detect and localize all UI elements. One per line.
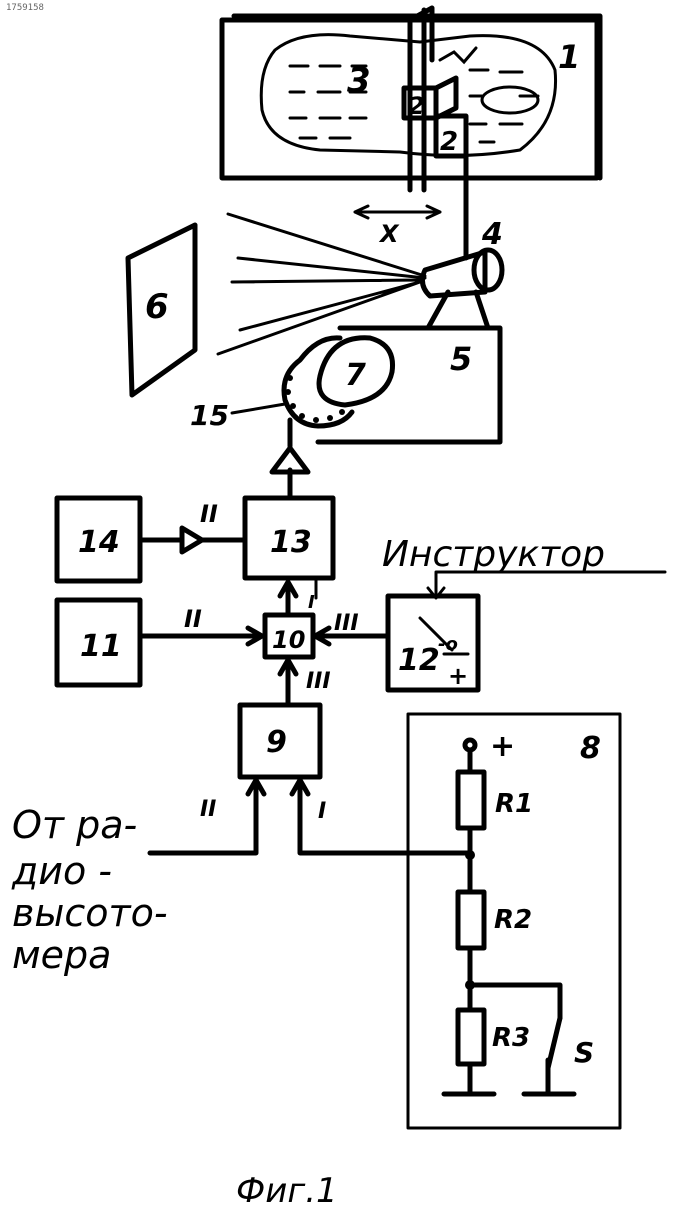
label-1: 1 [558,38,580,76]
label-r2: R2 [494,905,532,935]
label-3: 3 [347,61,371,101]
label-9: 9 [266,725,287,760]
link-11-to-10: II [140,605,262,644]
radio-altimeter-label: От ра- дио - высото- мера [11,803,168,977]
label-15: 15 [190,399,229,432]
plus-terminal-label: + [490,729,515,764]
block-12-instructor-switch: 12 -o + Инструктор [382,534,665,690]
probe-carriage: 2 2 [404,8,466,258]
block-10: 10 [265,615,313,657]
radio-label-line-4: мера [12,933,111,977]
label-r3: R3 [492,1023,530,1053]
switch-minus-label: -o [438,634,458,655]
label-2b: 2 [440,127,458,157]
label-13: 13 [270,525,312,560]
block-8-resistor-divider: 8 + R1 R2 R3 S [408,714,620,1128]
label-roman-9-10: III [306,669,331,694]
cockpit-platform: 5 7 15 [190,292,500,442]
inputs-to-9: II I [150,780,470,853]
label-6: 6 [145,287,169,327]
block-11: 11 [57,600,140,685]
label-10: 10 [272,626,305,654]
label-8: 8 [580,731,601,766]
label-switch-s: S [574,1036,594,1069]
label-roman-9-in-right: I [318,799,326,824]
label-4: 4 [481,217,503,252]
switch-plus-label: + [448,662,468,690]
label-14: 14 [78,525,120,560]
screen: 6 [128,225,195,395]
document-number: 1759158 [6,3,44,13]
link-13-to-15 [272,420,308,498]
resistor-r3 [458,1010,484,1064]
label-x-axis: X [378,220,400,248]
label-roman-12-10: III [334,611,359,636]
radio-label-line-2: дио - [11,849,112,893]
link-12-to-10: III [315,611,388,644]
label-12: 12 [398,643,440,678]
label-11: 11 [80,629,122,664]
link-10-to-13: I [280,580,316,615]
label-roman-10-13: I [308,592,315,613]
block-13: 13 [245,498,333,578]
radio-label-line-1: От ра- [12,803,137,847]
projector: 4 [218,214,503,354]
label-5: 5 [450,340,472,378]
block-14: 14 [57,498,140,581]
label-roman-11-10: II [184,605,202,633]
label-roman-14-13: II [200,500,218,528]
label-7: 7 [345,358,366,393]
resistor-r1 [458,772,484,828]
label-roman-9-in-left: II [200,797,216,822]
instructor-label: Инструктор [382,534,605,575]
figure-caption: Фиг.1 [236,1171,338,1211]
resistor-r2 [458,892,484,948]
label-r1: R1 [495,789,533,819]
radio-label-line-3: высото- [12,891,168,935]
label-2a: 2 [408,92,425,120]
block-9: 9 [240,705,320,777]
link-9-to-10: III [280,660,331,705]
x-axis-indicator: X [355,206,440,248]
link-14-to-13: II [140,500,245,552]
